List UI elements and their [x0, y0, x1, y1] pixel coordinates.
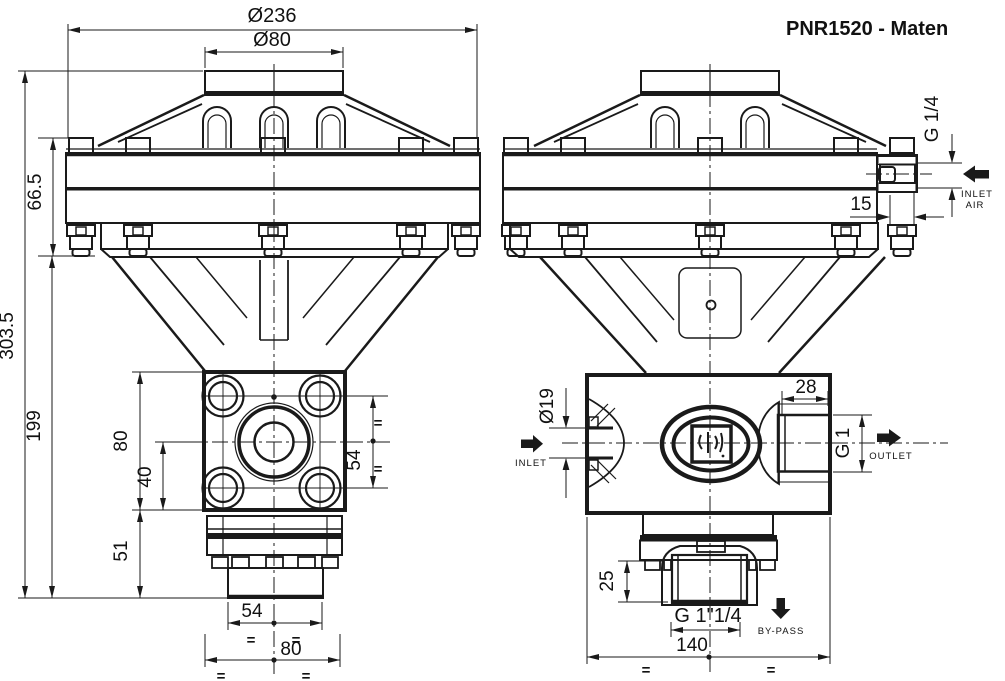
- equal-mark: =: [302, 668, 311, 681]
- dim-bypass-port-depth: 25: [597, 570, 618, 591]
- dim-outlet-thread: G 1: [833, 428, 854, 459]
- outlet-arrow-icon: [877, 429, 901, 447]
- air-inlet-port: [876, 154, 918, 193]
- dim-bolt-pitch-horizontal: 54: [241, 601, 263, 622]
- equal-mark: =: [217, 668, 226, 681]
- dim-body-height: 199: [24, 410, 45, 442]
- side-view: G 1/4 INLET AIR 15 Ø19: [501, 64, 993, 679]
- inlet-air-label-line2: AIR: [966, 200, 985, 211]
- dim-outlet-port-depth: 28: [795, 377, 816, 398]
- dim-total-height: 303.5: [0, 312, 18, 360]
- inlet-air-label-line1: INLET: [961, 189, 993, 200]
- front-view-dimensions: Ø236 Ø80 66.5 303.5 199 80: [0, 5, 478, 681]
- dim-square-flange-width: 80: [280, 639, 301, 660]
- drawing-title: PNR1520 - Maten: [786, 18, 948, 40]
- dim-air-port-thread: G 1/4: [922, 95, 943, 142]
- dim-square-flange-height: 80: [111, 430, 132, 451]
- dim-air-port-depth: 15: [850, 194, 871, 215]
- dim-cap-diameter: Ø80: [253, 29, 291, 51]
- equal-mark: =: [767, 662, 776, 679]
- side-view-manifold: [585, 373, 832, 606]
- outlet-label: OUTLET: [869, 451, 912, 462]
- equal-mark: =: [374, 461, 383, 478]
- dim-bypass-thread: G 1"1/4: [674, 605, 741, 627]
- front-view-square-flange: [201, 370, 388, 512]
- equal-mark: =: [642, 662, 651, 679]
- bypass-arrow-icon: [771, 598, 791, 619]
- dim-flange-height: 66.5: [25, 174, 46, 211]
- front-view-pump-body: [65, 70, 481, 372]
- front-view-base: [18, 515, 343, 599]
- dim-bore-center-to-base: 40: [135, 466, 156, 487]
- dim-overall-width: 140: [676, 635, 708, 656]
- brand-logo: [659, 404, 763, 484]
- inlet-label: INLET: [515, 458, 547, 469]
- inlet-arrow-icon: [521, 435, 543, 453]
- dim-base-height: 51: [111, 540, 132, 561]
- side-view-dimensions: G 1/4 INLET AIR 15 Ø19: [515, 95, 993, 679]
- dim-bolt-pitch-vertical: 54: [344, 449, 365, 471]
- outlet-port: [757, 400, 832, 486]
- inlet-air-arrow-icon: [963, 165, 989, 183]
- equal-mark: =: [374, 415, 383, 432]
- equal-mark: =: [292, 632, 301, 649]
- dim-overall-diameter: Ø236: [248, 5, 297, 27]
- equal-mark: =: [247, 632, 256, 649]
- dim-inlet-bore-diameter: Ø19: [537, 388, 558, 424]
- bypass-label: BY-PASS: [758, 626, 805, 637]
- bypass-port: [661, 540, 758, 606]
- side-view-pump-body: [501, 70, 918, 374]
- front-view: Ø236 Ø80 66.5 303.5 199 80: [0, 5, 481, 681]
